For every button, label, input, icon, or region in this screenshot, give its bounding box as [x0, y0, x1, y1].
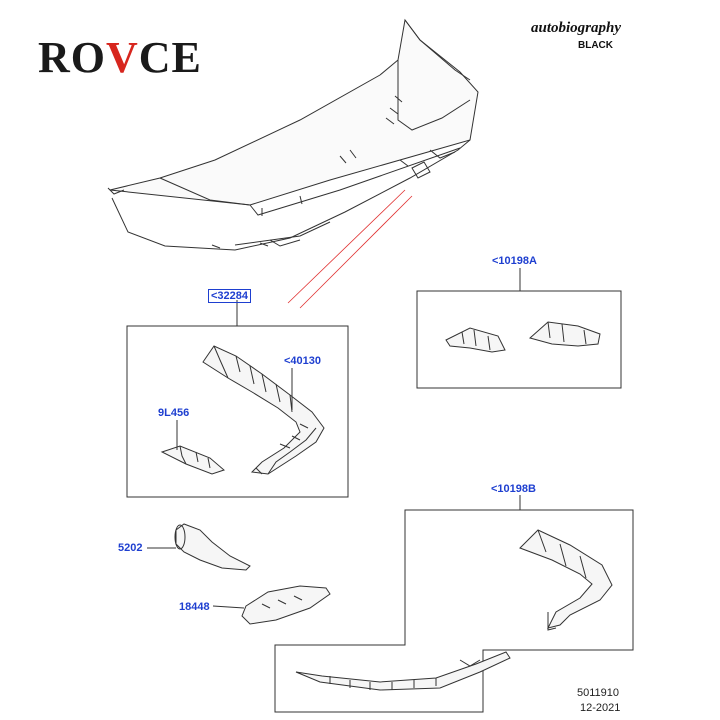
- callout-10198a: <10198A: [492, 255, 537, 267]
- part-18448: [241, 585, 331, 625]
- detail-box-10198b: [274, 509, 634, 713]
- callout-5202: 5202: [118, 542, 143, 554]
- lower-strip-10198b: [295, 651, 511, 691]
- callout-10198b: <10198B: [491, 483, 536, 495]
- leader-18448: [212, 605, 245, 609]
- callout-40130: <40130: [284, 355, 322, 367]
- reference-date: 12-2021: [580, 702, 621, 714]
- corner-panel-10198b: [519, 529, 613, 631]
- brand-logo: ROVCE: [38, 36, 202, 80]
- logo-prefix: RO: [38, 33, 106, 82]
- logo-suffix: CE: [138, 33, 202, 82]
- logo-accent: V: [106, 33, 139, 82]
- callout-18448: 18448: [179, 601, 210, 613]
- rear-bumper-assembly: [107, 18, 479, 251]
- red-leader-lines: [287, 189, 413, 309]
- part-5202: [174, 523, 251, 571]
- callout-9l456: 9L456: [158, 407, 190, 419]
- callout-32284: <32284: [208, 289, 252, 303]
- detail-box-10198a: [416, 290, 622, 389]
- bracket-40130: [202, 345, 325, 475]
- trim-name: autobiography: [531, 20, 622, 36]
- bracket-left-10198a: [445, 327, 506, 353]
- bracket-right-10198a: [528, 321, 601, 347]
- clip-9l456: [160, 445, 225, 475]
- reference-code: 5011910: [577, 687, 620, 699]
- trim-color: BLACK: [578, 40, 613, 51]
